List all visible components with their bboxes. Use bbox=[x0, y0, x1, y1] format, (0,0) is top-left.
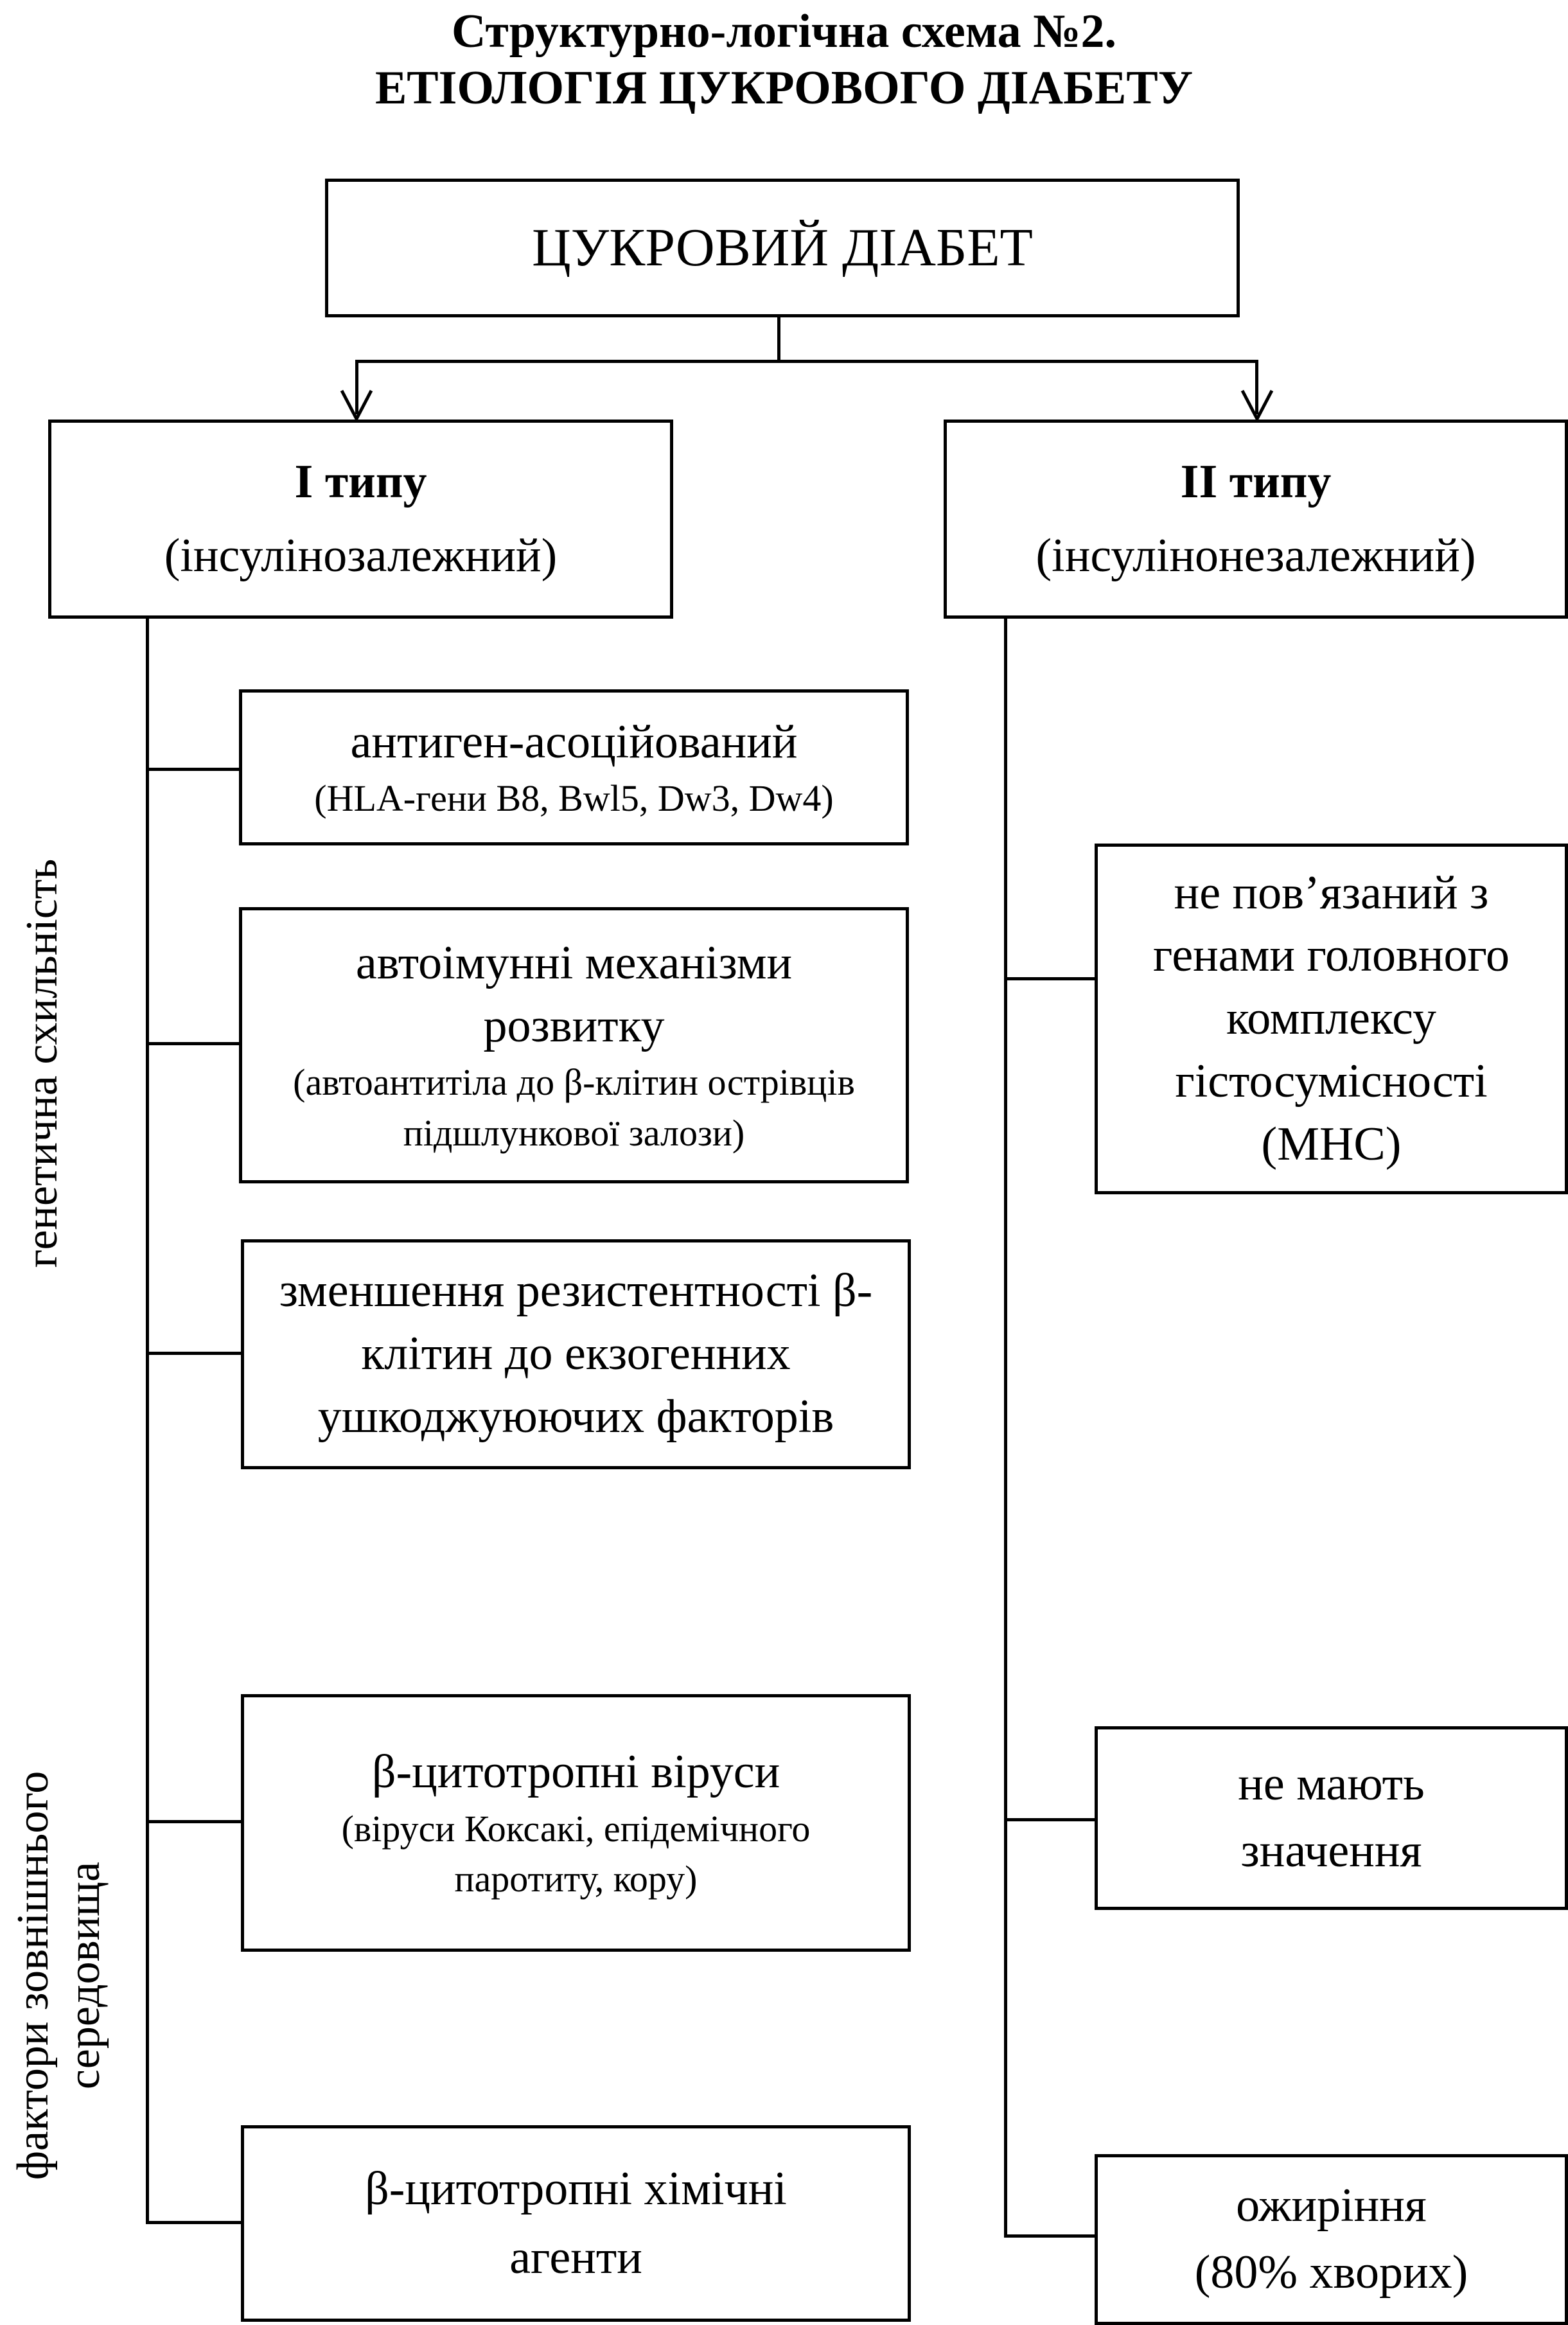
type1-item-viruses: β-цитотропні віруси (віруси Коксакі, епі… bbox=[241, 1694, 911, 1952]
type2-subtitle: (інсулінонезалежний) bbox=[1035, 529, 1476, 582]
type1-item-main: β-цитотропні віруси bbox=[371, 1746, 780, 1799]
type1-subtitle: (інсулінозалежний) bbox=[164, 529, 558, 582]
type1-trunk bbox=[146, 619, 149, 2224]
side-label-environment-line1: фактори зовнішнього bbox=[8, 1771, 58, 2180]
root-box: ЦУКРОВИЙ ДІАБЕТ bbox=[325, 179, 1240, 317]
type2-branch-2 bbox=[1004, 1818, 1096, 1821]
arrow-head-right bbox=[1240, 389, 1274, 423]
diagram-title: ЕТІОЛОГІЯ ЦУКРОВОГО ДІАБЕТУ bbox=[374, 62, 1194, 114]
type2-item-obesity: ожиріння (80% хворих) bbox=[1095, 2154, 1568, 2325]
type1-item-note: (віруси Коксакі, епідемічного паротиту, … bbox=[341, 1808, 811, 1900]
type1-item-main: автоімунні механізми розвитку bbox=[355, 937, 793, 1052]
type2-box: ІІ типу (інсулінонезалежний) bbox=[944, 420, 1568, 619]
side-label-environment-line2: середовища bbox=[60, 1861, 109, 2090]
type1-item-note: (автоантитіла до β-клітин острівців підш… bbox=[293, 1061, 855, 1154]
type1-branch-4 bbox=[146, 1820, 242, 1823]
type1-branch-3 bbox=[146, 1352, 242, 1355]
type1-item-resistance: зменшення резистентності β-клітин до екз… bbox=[241, 1239, 911, 1469]
diagram-subtitle: Структурно-логічна схема №2. bbox=[451, 5, 1117, 58]
type1-item-antigen: антиген-асоційований (HLA-гени B8, Bwl5,… bbox=[239, 689, 909, 845]
type2-branch-1 bbox=[1004, 977, 1096, 980]
type2-item-no-matter: не мають значення bbox=[1095, 1726, 1568, 1910]
type1-item-autoimmune: автоімунні механізми розвитку (автоантит… bbox=[239, 907, 909, 1183]
type1-branch-1 bbox=[146, 768, 240, 771]
arrow-shaft-left bbox=[355, 360, 358, 414]
type1-item-main: β-цитотропні хімічні агенти bbox=[365, 2162, 787, 2284]
type2-title: ІІ типу bbox=[1180, 455, 1332, 509]
root-connector bbox=[777, 317, 780, 362]
type1-branch-2 bbox=[146, 1042, 240, 1045]
type2-item-main: ожиріння (80% хворих) bbox=[1194, 2179, 1468, 2299]
type1-item-main: антиген-асоційований bbox=[350, 715, 798, 768]
type2-trunk bbox=[1004, 619, 1007, 2238]
type2-item-main: не мають значення bbox=[1238, 1758, 1425, 1877]
type1-box: І типу (інсулінозалежний) bbox=[48, 420, 673, 619]
type1-item-chemicals: β-цитотропні хімічні агенти bbox=[241, 2125, 911, 2322]
type1-item-note: (HLA-гени B8, Bwl5, Dw3, Dw4) bbox=[314, 777, 834, 820]
type2-branch-3 bbox=[1004, 2234, 1096, 2238]
side-label-genetic: генетична схильність bbox=[17, 858, 67, 1268]
type1-branch-5 bbox=[146, 2221, 242, 2224]
type2-item-mhc: не пов’язаний з генами головного комплек… bbox=[1095, 844, 1568, 1194]
type1-item-main: зменшення резистентності β-клітин до екз… bbox=[279, 1264, 873, 1443]
arrow-head-left bbox=[340, 389, 373, 423]
arrow-shaft-right bbox=[1255, 360, 1258, 414]
root-label: ЦУКРОВИЙ ДІАБЕТ bbox=[532, 217, 1033, 278]
type1-title: І типу bbox=[294, 455, 427, 509]
type2-item-main: не пов’язаний з генами головного комплек… bbox=[1152, 866, 1510, 1171]
branch-connector bbox=[355, 360, 1258, 363]
